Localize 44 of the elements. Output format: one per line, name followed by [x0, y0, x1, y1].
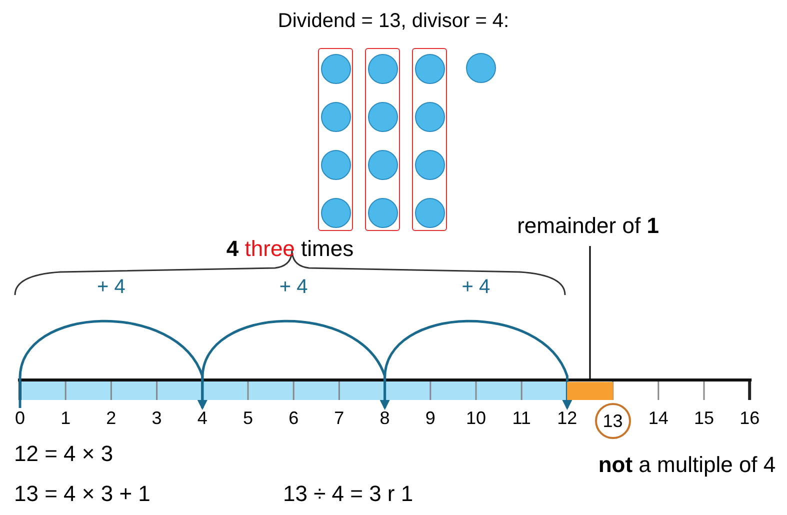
group-box — [318, 48, 353, 231]
tick-number: 15 — [688, 408, 720, 429]
leader-line — [589, 246, 591, 380]
tick-number: 7 — [323, 408, 356, 429]
tick-number: 12 — [551, 408, 584, 429]
tick-number: 11 — [506, 408, 538, 429]
equation: 13 = 4 × 3 + 1 — [14, 481, 150, 507]
counter-circle — [320, 102, 350, 132]
jump-arrow — [18, 320, 208, 410]
brace-label: 4 three times — [225, 236, 355, 262]
counter-circle — [368, 150, 398, 180]
tick-number: 1 — [50, 408, 82, 429]
jump-arrow — [201, 320, 390, 410]
counter-circle — [368, 102, 398, 132]
tick-number: 8 — [368, 408, 401, 429]
equation: 12 = 4 × 3 — [14, 441, 114, 467]
circled-number: 13 — [594, 403, 631, 439]
remainder-text: remainder of 1 — [513, 212, 663, 240]
counter-circle — [368, 198, 398, 228]
tick-number: 9 — [414, 408, 446, 429]
note-text: not a multiple of 4 — [597, 451, 777, 479]
tick-number: 6 — [278, 408, 310, 429]
tick-number: 5 — [232, 408, 264, 429]
equation: 13 ÷ 4 = 3 r 1 — [283, 481, 414, 507]
tick-number: 4 — [186, 408, 218, 429]
tick-number: 3 — [140, 408, 173, 429]
counter-circle — [320, 198, 350, 228]
tick-number: 0 — [4, 408, 36, 429]
counter-circle — [320, 54, 350, 84]
title: Dividend = 13, divisor = 4: — [276, 10, 510, 33]
jump-arrow — [384, 320, 572, 410]
counter-circle — [414, 198, 444, 228]
counter-circle — [466, 53, 496, 83]
tick-number: 16 — [734, 408, 766, 429]
tick-number: 10 — [460, 408, 492, 429]
tick-number: 14 — [642, 408, 674, 429]
counter-circle — [414, 54, 444, 84]
tick-number: 2 — [95, 408, 128, 429]
counter-circle — [368, 54, 398, 84]
group-box — [365, 48, 400, 231]
counter-circle — [320, 150, 350, 180]
group-box — [412, 48, 447, 231]
counter-circle — [414, 150, 444, 180]
counter-circle — [414, 102, 444, 132]
